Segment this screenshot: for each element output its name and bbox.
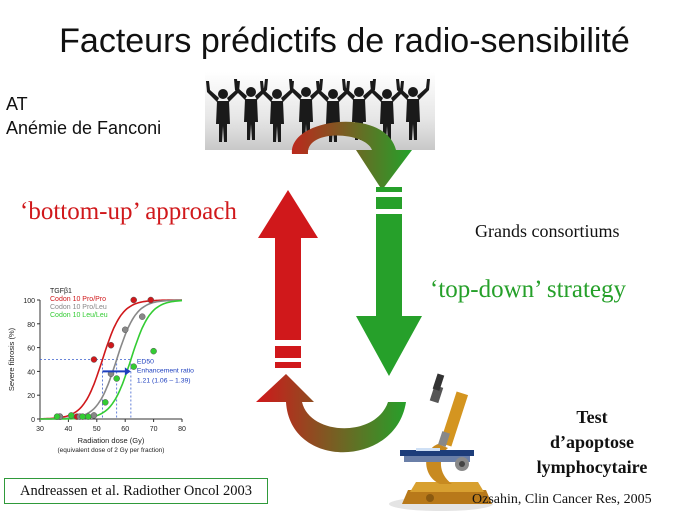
data-point [130,363,137,370]
y-tick-label: 100 [23,298,35,305]
chart-title: TGFβ1 [50,288,72,295]
x-tick-label: 60 [121,426,129,433]
data-point [90,412,98,419]
data-point [67,412,75,419]
x-tick-label: 80 [178,426,186,433]
ed50-annotation: 1.21 (1.06 – 1.39) [137,377,191,384]
data-point [85,413,92,420]
data-point [107,341,115,349]
y-tick-label: 20 [27,393,35,400]
data-point [121,326,129,333]
data-point [113,375,120,382]
green-down-arrow [356,214,422,376]
legend-entry: Codon 10 Leu/Leu [50,312,108,319]
y-tick-label: 80 [27,322,35,329]
data-point [102,399,109,406]
consortiums-label: Grands consortiums [475,221,620,241]
top-left-conditions: AT Anémie de Fanconi [6,92,161,140]
bottom-curved-arrow [256,374,406,453]
x-axis-sublabel: (equivalent dose of 2 Gy per fraction) [58,447,165,454]
test-line3: lymphocytaire [536,457,648,477]
x-tick-label: 70 [150,426,158,433]
y-tick-label: 0 [31,417,35,424]
andreassen-reference: Andreassen et al. Radiother Oncol 2003 [4,478,268,504]
ed50-annotation: ED50 [137,358,154,365]
x-tick-label: 30 [36,426,44,433]
y-axis-label: Severe fibrosis (%) [7,327,16,391]
data-point [130,296,137,304]
data-point [147,296,155,304]
series-curve [40,299,183,420]
bottom-up-label: ‘bottom-up’ approach [20,198,237,225]
data-point [150,347,157,355]
test-line1: Test [576,407,608,427]
series-curve [40,299,182,420]
top-curved-arrow [291,121,412,190]
data-point [79,413,86,420]
fanconi-label: Anémie de Fanconi [6,118,162,138]
data-point [53,413,61,420]
legend-entry: Codon 10 Pro/Leu [50,304,107,311]
ed50-annotation: Enhancement ratio [137,367,194,374]
apoptosis-test-label: Test d’apoptose lymphocytaire [502,405,682,480]
test-line2: d’apoptose [549,432,634,452]
at-label: AT [6,94,28,114]
y-tick-label: 60 [27,346,35,353]
legend-entry: Codon 10 Pro/Pro [50,296,106,303]
ozsahin-reference: Ozsahin, Clin Cancer Res, 2005 [472,492,652,507]
top-down-label: ‘top-down’ strategy [430,276,627,303]
data-point [138,313,146,320]
x-tick-label: 40 [65,426,73,433]
x-tick-label: 50 [93,426,101,433]
y-tick-label: 40 [27,369,35,376]
slide-title: Facteurs prédictifs de radio-sensibilité [59,22,630,60]
data-point [90,356,98,363]
red-up-arrow [258,190,318,340]
microscope-image [389,373,493,511]
x-axis-label: Radiation dose (Gy) [78,436,145,445]
